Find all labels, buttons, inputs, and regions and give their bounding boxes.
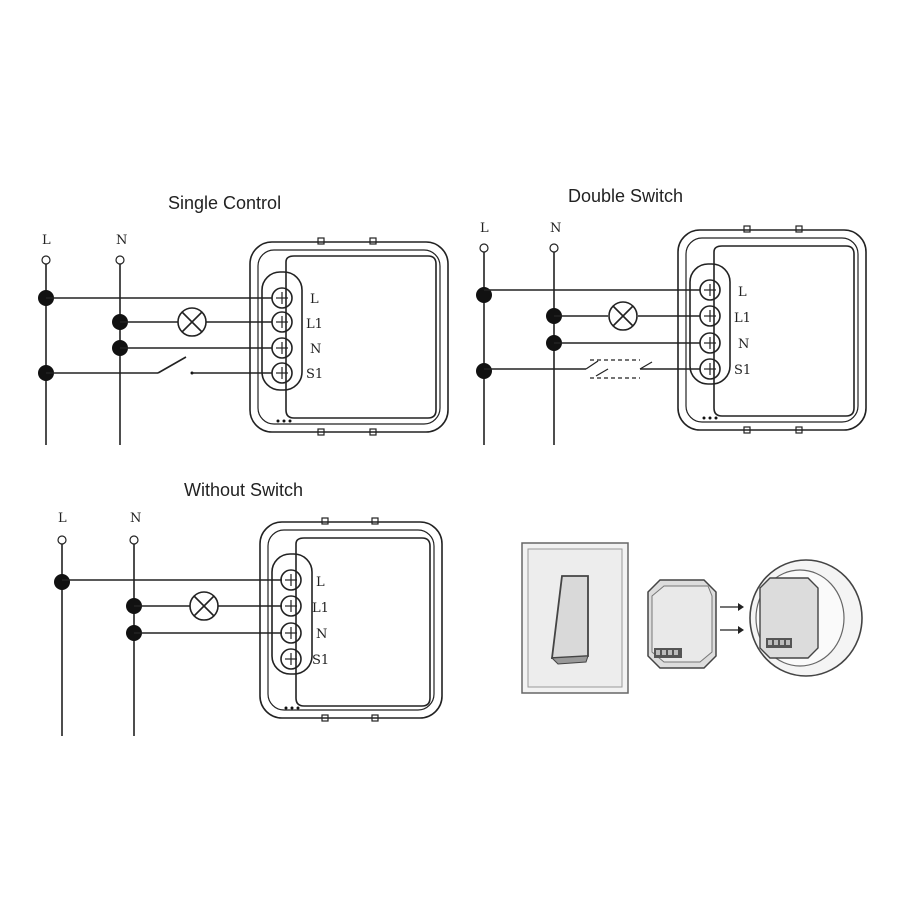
double-n-terminal-ring [549, 243, 559, 253]
double-terminal-n-label: N [738, 337, 749, 352]
single-l-terminal-ring [41, 255, 51, 265]
double-lamp-icon [608, 301, 638, 331]
single-control-diagram: Single Control L N [38, 193, 449, 445]
double-switch-diagram: Double Switch L N [476, 186, 867, 445]
without-supply-l-label: L [58, 511, 67, 526]
double-supply-l-label: L [480, 221, 489, 236]
smart-module-icon [647, 579, 717, 669]
single-terminal-screws [271, 287, 293, 384]
double-junction-l-switch [476, 363, 492, 379]
single-terminal-l1-label: L1 [306, 317, 323, 332]
without-supply-n-label: N [130, 511, 141, 526]
wall-box-icon [749, 559, 863, 677]
without-terminal-l1-label: L1 [312, 601, 329, 616]
double-module-box [677, 225, 867, 434]
double-switch-symbol [484, 359, 700, 379]
wall-switch-icon [521, 542, 629, 694]
single-terminal-n-label: N [310, 342, 321, 357]
without-junction-l [54, 574, 70, 590]
double-l-terminal-ring [479, 243, 489, 253]
single-lamp-icon [177, 307, 207, 337]
single-module-box [249, 237, 449, 436]
double-supply-n-label: N [550, 221, 561, 236]
insert-arrows-icon [720, 603, 744, 634]
without-terminal-n-label: N [316, 627, 327, 642]
single-terminal-s1-label: S1 [306, 367, 323, 382]
double-junction-l [476, 287, 492, 303]
without-terminal-screws [280, 569, 302, 670]
installation-illustration [521, 542, 863, 694]
double-terminal-screws [699, 279, 721, 380]
without-lamp-icon [189, 591, 219, 621]
without-module-box [259, 517, 443, 722]
without-terminal-s1-label: S1 [312, 653, 329, 668]
double-terminal-l-label: L [738, 285, 747, 300]
without-n-terminal-ring [129, 535, 139, 545]
single-supply-n-label: N [116, 233, 127, 248]
double-terminal-s1-label: S1 [734, 363, 751, 378]
double-terminal-l1-label: L1 [734, 311, 751, 326]
without-terminal-l-label: L [316, 575, 325, 590]
single-control-title: Single Control [168, 193, 281, 213]
without-switch-title: Without Switch [184, 480, 303, 500]
single-terminal-l-label: L [310, 292, 319, 307]
double-switch-title: Double Switch [568, 186, 683, 206]
without-l-terminal-ring [57, 535, 67, 545]
single-supply-l-label: L [42, 233, 51, 248]
without-switch-diagram: Without Switch L N [54, 480, 443, 736]
single-switch-lever [157, 356, 187, 374]
single-n-terminal-ring [115, 255, 125, 265]
